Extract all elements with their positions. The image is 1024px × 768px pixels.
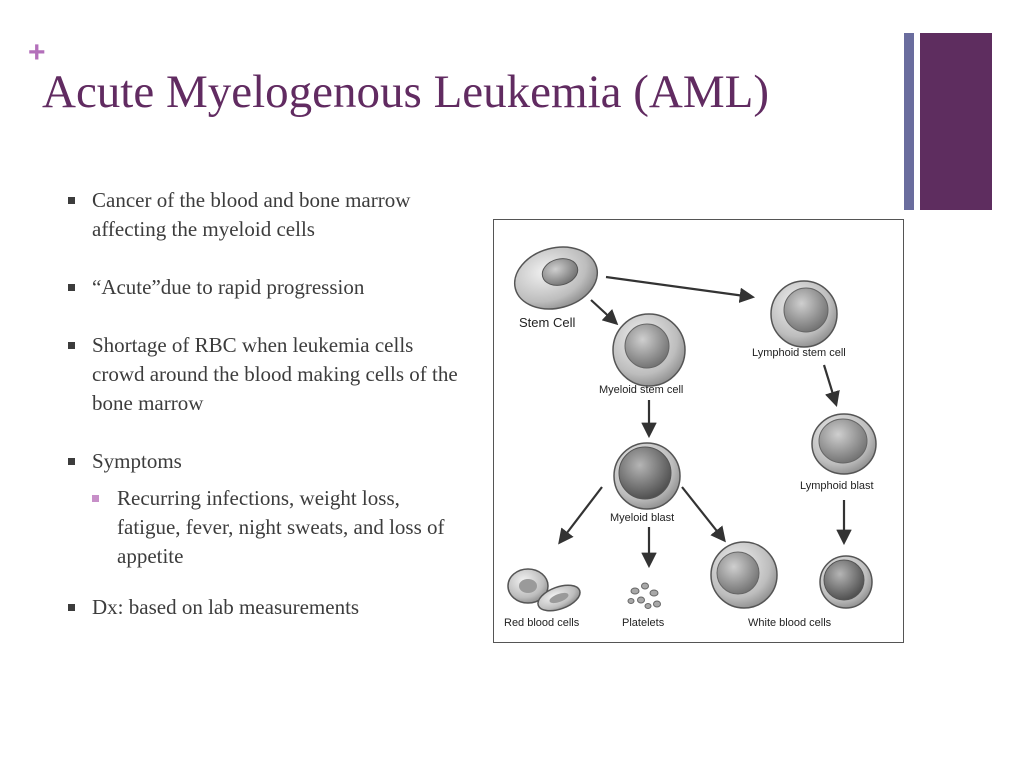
sub-bullet-item: Recurring infections, weight loss, fatig… xyxy=(92,484,468,571)
accent-bar-thick xyxy=(920,33,992,210)
bullet-square-icon xyxy=(68,458,75,465)
bullet-square-icon xyxy=(68,342,75,349)
slide-title: Acute Myelogenous Leukemia (AML) xyxy=(42,66,769,118)
red-blood-cells-icon xyxy=(507,568,581,612)
stem-cell-icon xyxy=(513,246,599,310)
bullet-text: Dx: based on lab measurements xyxy=(92,595,360,619)
myeloid-stem-cell-icon xyxy=(612,313,686,387)
myeloid-blast-icon xyxy=(613,442,681,510)
lymphoid-blast-icon xyxy=(811,413,877,475)
lymphoid-stem-cell-label: Lymphoid stem cell xyxy=(752,347,846,359)
accent-bar-thin xyxy=(904,33,914,210)
white-blood-cells-icon xyxy=(710,541,873,609)
myeloid-stem-cell-label: Myeloid stem cell xyxy=(599,384,683,396)
platelets-icon xyxy=(627,582,661,609)
bullet-text: Shortage of RBC when leukemia cells crow… xyxy=(92,333,458,415)
bullet-text: Cancer of the blood and bone marrow affe… xyxy=(92,188,411,241)
lymphoid-blast-label: Lymphoid blast xyxy=(800,480,874,492)
arrows xyxy=(558,275,852,569)
sub-bullet-list: Recurring infections, weight loss, fatig… xyxy=(92,484,468,571)
stem-cell-label: Stem Cell xyxy=(519,315,575,330)
bullet-list: Cancer of the blood and bone marrow affe… xyxy=(68,186,468,651)
bullet-item: Shortage of RBC when leukemia cells crow… xyxy=(68,331,468,418)
bullet-square-icon xyxy=(68,284,75,291)
plus-icon: + xyxy=(28,36,46,69)
lymphoid-stem-cell-icon xyxy=(770,280,838,348)
bullet-text: “Acute”due to rapid progression xyxy=(92,275,365,299)
bullet-square-icon xyxy=(68,604,75,611)
bullet-text: Symptoms xyxy=(92,449,182,473)
bullet-item: Dx: based on lab measurements xyxy=(68,593,468,622)
platelets-label: Platelets xyxy=(622,617,665,629)
myeloid-blast-label: Myeloid blast xyxy=(610,512,674,524)
bullet-item: “Acute”due to rapid progression xyxy=(68,273,468,302)
bullet-item: Symptoms Recurring infections, weight lo… xyxy=(68,447,468,571)
sub-bullet-square-icon xyxy=(92,495,99,502)
red-blood-cells-label: Red blood cells xyxy=(504,617,580,629)
hematopoiesis-diagram: Stem Cell Lymphoid stem cell Myeloid ste… xyxy=(493,219,904,643)
white-blood-cells-label: White blood cells xyxy=(748,617,832,629)
bullet-square-icon xyxy=(68,197,75,204)
bullet-item: Cancer of the blood and bone marrow affe… xyxy=(68,186,468,244)
sub-bullet-text: Recurring infections, weight loss, fatig… xyxy=(117,486,445,568)
